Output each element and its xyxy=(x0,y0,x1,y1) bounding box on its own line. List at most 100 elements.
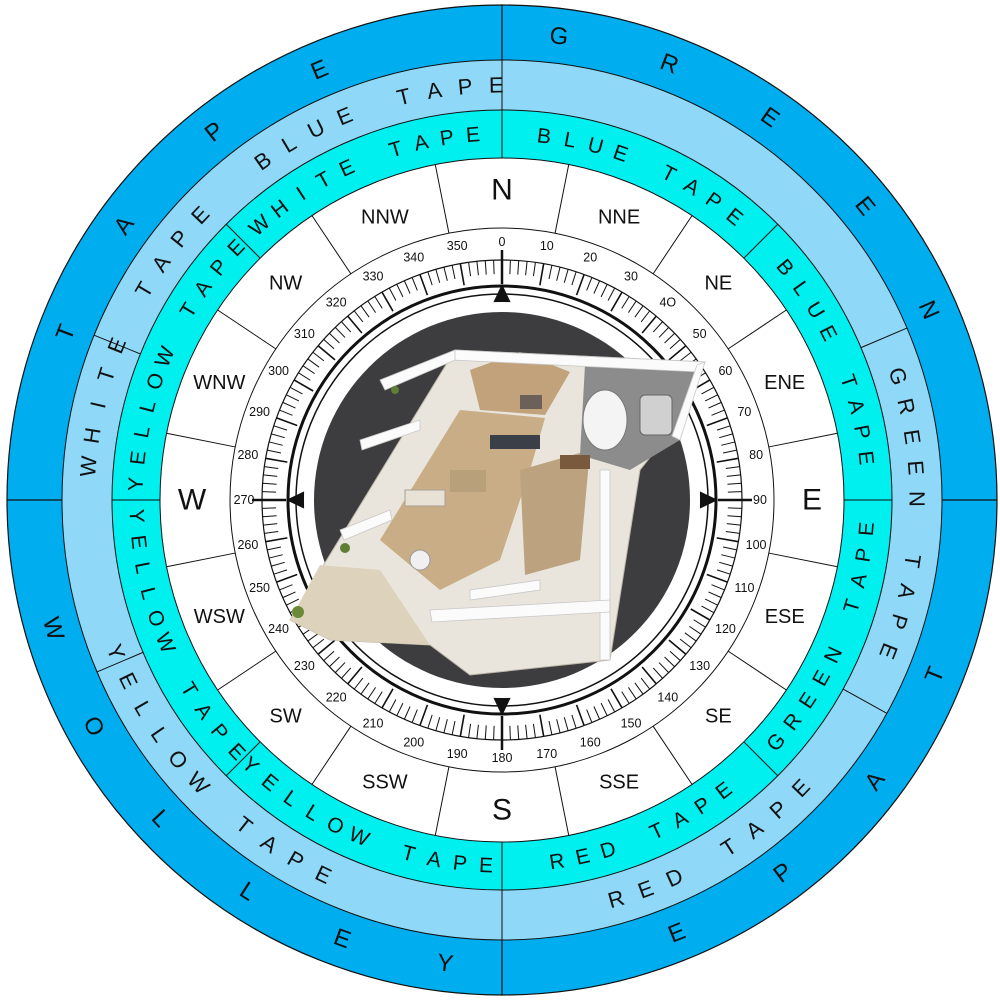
degree-tick xyxy=(282,591,296,599)
arc-label-glyph: R xyxy=(605,885,627,913)
outer-ring-letter: Y xyxy=(435,949,454,978)
direction-divider xyxy=(727,309,787,350)
degree-label: 70 xyxy=(737,405,751,419)
degree-tick xyxy=(267,546,282,551)
degree-tick xyxy=(317,639,336,655)
direction-divider xyxy=(727,650,787,691)
degree-tick xyxy=(607,699,616,713)
degree-label: 300 xyxy=(268,364,289,378)
degree-tick xyxy=(621,296,630,309)
degree-label: 120 xyxy=(715,622,736,636)
cardinal-pointer xyxy=(493,697,511,716)
degree-tick xyxy=(517,725,520,740)
arc-label-glyph: T xyxy=(394,83,413,110)
degree-tick xyxy=(727,482,742,485)
degree-tick xyxy=(539,714,545,737)
degree-tick xyxy=(334,327,346,338)
degree-label: 190 xyxy=(447,747,468,761)
arc-label-glyph: E xyxy=(853,450,877,467)
direction-divider xyxy=(768,552,838,568)
degree-tick xyxy=(264,466,279,470)
arc-label-glyph: H xyxy=(78,426,105,446)
degree-tick xyxy=(427,714,433,729)
degree-tick xyxy=(711,409,725,416)
arc-label-glyph: E xyxy=(899,428,926,446)
degree-tick xyxy=(563,269,569,283)
degree-tick xyxy=(459,263,465,286)
plant xyxy=(391,386,399,394)
degree-label: 160 xyxy=(580,735,601,749)
degree-tick xyxy=(640,310,651,323)
direction-divider xyxy=(311,725,352,785)
degree-tick xyxy=(427,271,433,286)
degree-label: 340 xyxy=(403,251,424,265)
middle-ring-divider xyxy=(842,688,888,714)
direction-label-sw: SW xyxy=(270,705,302,727)
arc-label-glyph: L xyxy=(130,424,155,440)
degree-tick xyxy=(374,691,383,704)
floor-plan-wall xyxy=(469,579,541,601)
degree-tick xyxy=(690,608,711,621)
inner-ring-divider xyxy=(743,223,779,259)
degree-tick xyxy=(679,351,692,362)
direction-divider xyxy=(166,552,236,568)
degree-tick xyxy=(381,688,394,709)
degree-label: 280 xyxy=(237,448,258,462)
degree-tick xyxy=(279,584,293,591)
direction-divider xyxy=(217,650,277,691)
bedroom-floor xyxy=(520,450,590,575)
middle-ring-divider xyxy=(93,334,141,355)
arc-label-glyph: P xyxy=(452,851,469,875)
degree-label: 270 xyxy=(234,493,255,507)
degree-tick xyxy=(556,719,561,733)
degree-tick xyxy=(571,271,577,286)
degree-label: 20 xyxy=(583,251,597,265)
degree-tick xyxy=(610,291,623,312)
degree-tick xyxy=(627,300,637,313)
sofa xyxy=(404,489,446,507)
degree-tick xyxy=(484,260,487,275)
degree-tick xyxy=(668,639,687,655)
arc-label-glyph: E xyxy=(573,844,592,870)
degree-label: 330 xyxy=(363,270,384,284)
direction-label-e: E xyxy=(802,484,822,517)
degree-tick xyxy=(329,656,340,668)
degree-tick xyxy=(271,561,285,567)
degree-tick xyxy=(265,457,288,463)
degree-tick xyxy=(525,261,528,276)
degree-tick xyxy=(652,667,663,679)
direction-label-nne: NNE xyxy=(598,206,640,228)
cardinal-pointer xyxy=(493,284,511,303)
degree-tick xyxy=(276,573,298,583)
degree-tick xyxy=(341,321,352,333)
arc-label-glyph: E xyxy=(126,534,150,551)
arc-label-glyph: A xyxy=(893,582,921,602)
degree-tick xyxy=(347,315,363,334)
ring-dividers xyxy=(7,5,997,995)
degree-tick xyxy=(317,345,336,361)
arc-label-glyph: A xyxy=(425,77,444,104)
degree-tick xyxy=(725,466,740,470)
arc-label-glyph: B xyxy=(536,124,553,148)
direction-label-wsw: WSW xyxy=(194,606,245,628)
bed xyxy=(520,395,542,409)
degree-tick xyxy=(293,379,314,392)
degree-tick xyxy=(476,261,479,276)
arc-label-glyph: Y xyxy=(125,508,149,523)
inner-ring-divider xyxy=(743,741,779,777)
degree-tick xyxy=(719,433,733,439)
degree-tick xyxy=(575,274,585,296)
arc-label-glyph: P xyxy=(885,611,913,632)
arc-label-glyph: L xyxy=(562,128,578,153)
degree-tick xyxy=(716,425,731,431)
degree-tick xyxy=(641,666,657,685)
floor-plan-center xyxy=(289,302,706,698)
arc-label-glyph: A xyxy=(425,847,443,872)
degree-label: 170 xyxy=(536,747,557,761)
degree-label: 60 xyxy=(718,364,732,378)
arc-label-glyph: T xyxy=(399,841,417,867)
degree-label: 140 xyxy=(657,691,678,705)
direction-divider xyxy=(434,164,450,234)
